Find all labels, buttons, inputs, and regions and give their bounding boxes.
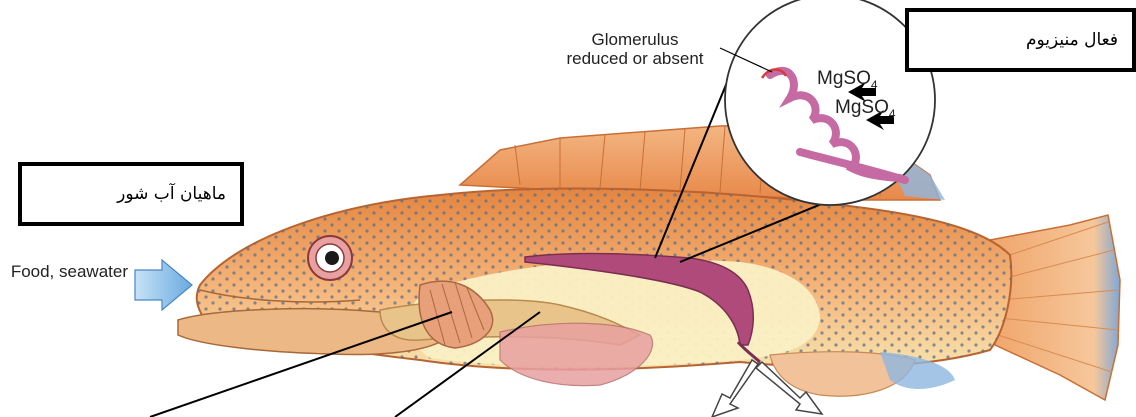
mgso4-label-1: MgSO4 [817, 68, 878, 92]
mgso4-1-sub: 4 [871, 78, 878, 92]
mgso4-1-text: MgSO [817, 68, 871, 89]
excretion-arrow-left [712, 360, 758, 417]
magnifier-circle [725, 0, 935, 205]
magnesium-active-box: فعال منیزیوم [905, 8, 1136, 72]
food-arrow-icon [135, 260, 192, 310]
glomerulus-label: Glomerulus reduced or absent [560, 30, 710, 68]
pectoral-fin [500, 323, 653, 385]
mgso4-2-text: MgSO [835, 97, 889, 118]
tail-fin [990, 215, 1120, 400]
saltwater-fish-box: ماهیان آب شور [18, 162, 244, 226]
mgso4-label-2: MgSO4 [835, 97, 896, 121]
mgso4-2-sub: 4 [889, 107, 896, 121]
food-seawater-label: Food, seawater [6, 262, 128, 281]
